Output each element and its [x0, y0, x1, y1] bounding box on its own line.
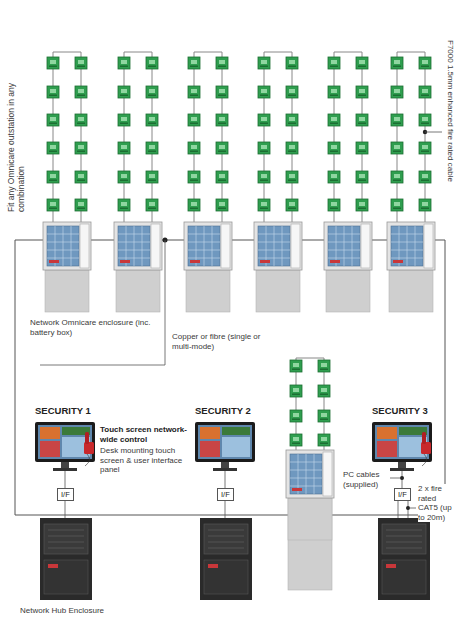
outstation-column — [258, 52, 298, 222]
touch-screen — [372, 422, 432, 471]
part-label: 2 x fire rated CAT5 (up to 20m) — [418, 484, 458, 522]
outstation-column — [47, 52, 87, 222]
station-title: SECURITY 3 — [372, 405, 428, 416]
junction-dot — [406, 506, 410, 510]
omnicare-enclosure — [114, 222, 162, 312]
handset — [84, 432, 94, 466]
interface-label: I/F — [398, 490, 407, 499]
leader-line — [390, 478, 400, 479]
omnicare-enclosure — [286, 450, 334, 540]
station-title: SECURITY 1 — [35, 405, 91, 416]
hub-enclosure — [40, 518, 92, 600]
outstation-column — [118, 52, 158, 222]
outstation-column — [290, 358, 330, 450]
interface-box: I/F — [394, 488, 411, 501]
interface-label: I/F — [221, 490, 230, 499]
outstation-column — [328, 52, 368, 222]
handset — [421, 432, 431, 466]
interface-label: I/F — [61, 490, 70, 499]
cable-note: F7000 1.5mm enhanced fire rated cable — [445, 40, 455, 215]
omnicare-enclosure — [184, 222, 232, 312]
hub-enclosure — [378, 518, 430, 600]
omnicare-enclosure — [43, 222, 91, 312]
touch-screen — [35, 422, 95, 471]
junction-dot — [400, 476, 404, 480]
outstation-column — [391, 52, 431, 222]
feature-label: Desk mounting touch screen & user interf… — [100, 446, 192, 475]
station-title: SECURITY 2 — [195, 405, 251, 416]
interface-box: I/F — [57, 488, 74, 501]
part-label: Copper or fibre (single or multi-mode) — [172, 332, 282, 351]
interface-box: I/F — [217, 488, 234, 501]
leader-line — [425, 132, 442, 133]
part-label: Network Omnicare enclosure (inc. battery… — [30, 318, 158, 337]
part-label: Network Hub Enclosure — [20, 606, 160, 616]
feature-label: Touch screen network-wide control — [100, 425, 192, 444]
hub-enclosure — [200, 518, 252, 600]
outstation-column — [188, 52, 228, 222]
omnicare-enclosure — [324, 222, 372, 312]
part-label: PC cables (supplied) — [343, 470, 389, 489]
touch-screen — [195, 422, 255, 471]
omnicare-enclosure — [254, 222, 302, 312]
leader-line — [410, 508, 416, 509]
leader-line — [40, 240, 165, 365]
side-note: Fit any Omnicare outstation in any combi… — [6, 40, 26, 212]
omnicare-enclosure — [387, 222, 435, 312]
